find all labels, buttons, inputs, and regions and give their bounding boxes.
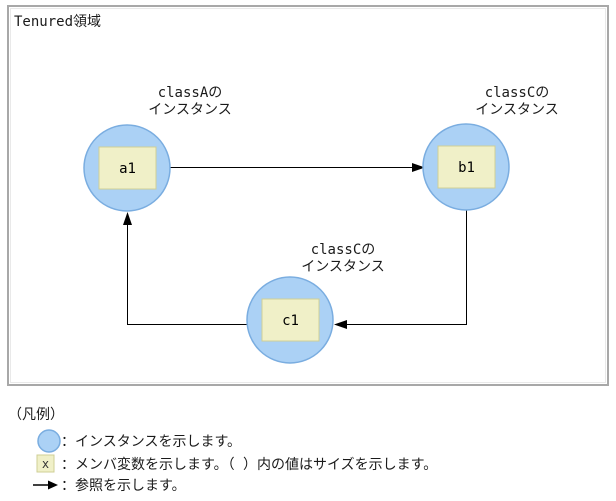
instance-node-a1: a1 — [83, 124, 171, 212]
arrow-line — [127, 225, 247, 325]
instance-class-label-b1: classCの インスタンス — [475, 85, 558, 118]
legend-item-text: ：メンバ変数を示します。（ ）内の値はサイズを示します。 — [61, 456, 437, 473]
tenured-area-label: Tenured領域 — [14, 13, 101, 30]
instance-class-label-line2: インスタンス — [148, 102, 231, 118]
member-variable-box-icon-label: x — [42, 457, 49, 471]
legend-item: x ：メンバ変数を示します。（ ）内の値はサイズを示します。 — [36, 454, 437, 473]
tenured-area-box-highlight — [10, 8, 606, 383]
member-variable-box — [98, 146, 157, 190]
reference-arrow-a1-b1 — [170, 163, 425, 172]
arrow-head — [48, 480, 58, 490]
reference-arrow-icon — [33, 480, 58, 490]
member-variable-box — [261, 298, 320, 342]
arrow-head — [412, 163, 425, 172]
instance-class-label-a1: classAの インスタンス — [148, 85, 231, 118]
instance-class-label-line2: インスタンス — [301, 259, 384, 275]
legend-item-text: ：インスタンスを示します。 — [61, 434, 241, 450]
arrow-head — [334, 320, 347, 329]
member-variable-box — [437, 145, 496, 189]
arrow-head — [123, 212, 132, 225]
member-variable-label: c1 — [282, 313, 299, 329]
legend-title: （凡例） — [8, 407, 64, 423]
arrow-line — [347, 210, 467, 325]
instance-class-label-c1: classCの インスタンス — [301, 242, 384, 275]
legend-item: ：参照を示します。 — [33, 477, 186, 494]
instance-node-b1: b1 — [422, 123, 510, 211]
member-variable-box-icon — [36, 454, 55, 473]
reference-arrow-b1-c1 — [334, 210, 467, 329]
legend: （凡例） ：インスタンスを示します。 x ：メンバ変数を示します。（ ）内の値は… — [8, 407, 437, 494]
legend-item: ：インスタンスを示します。 — [37, 429, 241, 453]
instance-class-label-line1: classCの — [311, 242, 376, 258]
legend-item-text: ：参照を示します。 — [61, 477, 186, 494]
reference-arrow-c1-a1 — [123, 212, 247, 325]
member-variable-label: a1 — [119, 161, 136, 177]
instance-circle-icon — [37, 429, 61, 453]
instance-class-label-line2: インスタンス — [475, 102, 558, 118]
instance-class-label-line1: classCの — [485, 85, 550, 101]
instance-node-c1: c1 — [246, 276, 334, 364]
member-variable-label: b1 — [458, 160, 475, 176]
instance-class-label-line1: classAの — [158, 85, 223, 101]
